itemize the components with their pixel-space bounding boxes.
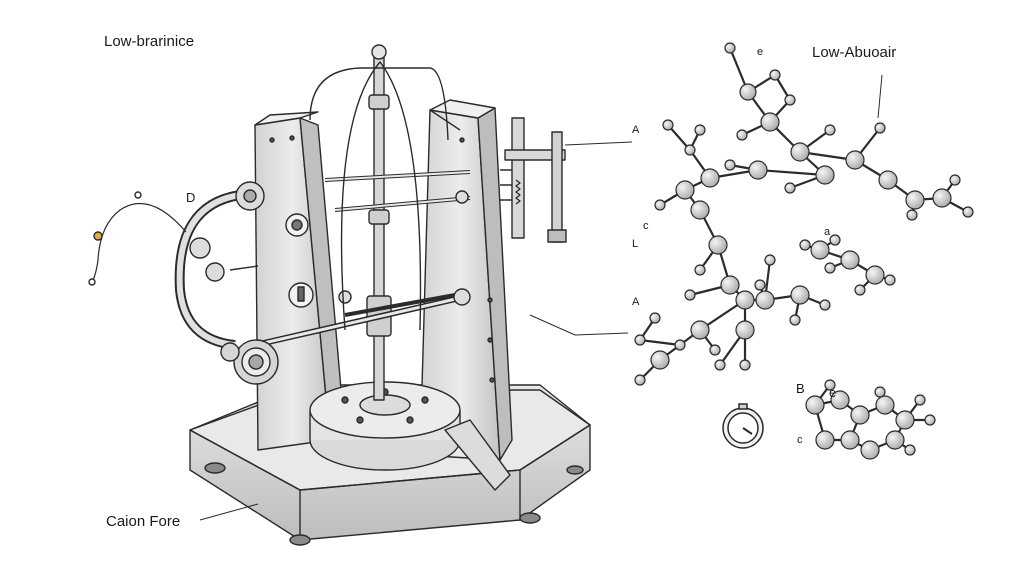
molecule-atom: [790, 285, 810, 305]
molecule-atom: [769, 69, 781, 81]
molecule-atom: [649, 312, 661, 324]
molecule-atom: [905, 190, 925, 210]
molecule-atom: [824, 124, 836, 136]
molecule-atom: [885, 430, 905, 450]
molecule-atom: [650, 350, 670, 370]
molecule-atom: [810, 240, 830, 260]
molecule-bond: [639, 338, 681, 347]
molecule-atom: [634, 374, 646, 386]
molecule-atom: [690, 200, 710, 220]
molecule-atom: [904, 444, 916, 456]
molecule-atom: [684, 289, 696, 301]
molecule-atom: [789, 314, 801, 326]
molecule-atom: [755, 290, 775, 310]
molecule-atom: [690, 320, 710, 340]
molecule-atom: [760, 112, 780, 132]
label-bottom-left: Caion Fore: [106, 513, 181, 530]
molecule-atom: [724, 42, 736, 54]
molecule-atom: [824, 379, 836, 391]
molecule-atom: [845, 150, 865, 170]
molecule-atom: [824, 262, 836, 274]
molecule-atom: [714, 359, 726, 371]
molecule-atom: [874, 122, 886, 134]
molecule-atom: [830, 390, 850, 410]
molecule-atom: [875, 395, 895, 415]
molecule-atom: [805, 395, 825, 415]
pointer-lines: [199, 74, 883, 521]
molecule-atom: [878, 170, 898, 190]
molecule-atom: [654, 199, 666, 211]
molecule-atom: [962, 206, 974, 218]
molecule-bond: [757, 168, 826, 177]
molecule-atom: [735, 320, 755, 340]
label-letter-a-top: A: [632, 124, 640, 136]
pipe-joint-mid: [189, 237, 211, 259]
molecule-atom: [754, 279, 766, 291]
molecule-atom: [720, 275, 740, 295]
molecule-atom: [949, 174, 961, 186]
molecule-atom: [895, 410, 915, 430]
molecule-atom: [739, 359, 751, 371]
molecule-atom: [724, 159, 736, 171]
molecule-atom: [850, 405, 870, 425]
molecule-atom: [790, 142, 810, 162]
molecule-atom: [914, 394, 926, 406]
molecule-atom: [819, 299, 831, 311]
molecule-atom: [784, 94, 796, 106]
label-letter-a-small: a: [824, 226, 831, 238]
label-letter-a-mid: A: [632, 296, 640, 308]
molecule-atom: [694, 264, 706, 276]
label-letter-b: B: [796, 381, 805, 396]
label-letter-c-left: c: [643, 220, 649, 232]
molecule-atom: [764, 254, 776, 266]
molecule-atom: [739, 83, 757, 101]
clamp-icon: [500, 117, 567, 243]
molecule-atom: [748, 160, 768, 180]
molecule-atom: [860, 440, 880, 460]
molecule-atom: [662, 119, 674, 131]
molecule-atom: [854, 284, 866, 296]
label-letter-e-mid: e: [829, 385, 837, 400]
molecule-atom: [932, 188, 952, 208]
molecule-atom: [708, 235, 728, 255]
label-letter-d: D: [186, 190, 196, 205]
molecule-atom: [694, 124, 706, 136]
molecule-atom: [815, 165, 835, 185]
molecule-atom: [684, 144, 696, 156]
molecule-atom: [700, 168, 720, 188]
molecule-atom: [736, 129, 748, 141]
molecule-atom: [735, 290, 755, 310]
molecule-atom: [709, 344, 721, 356]
molecule-atom: [829, 234, 841, 246]
molecule-atom: [799, 239, 811, 251]
molecule-atom: [634, 334, 646, 346]
molecule-atom: [815, 430, 835, 450]
molecule-cluster: [634, 42, 974, 460]
molecule-atom: [884, 274, 896, 286]
molecule-atom: [840, 250, 860, 270]
apparatus: [88, 44, 591, 546]
molecule-atom: [675, 180, 695, 200]
label-letter-l: L: [632, 238, 639, 250]
molecule-atom: [865, 265, 885, 285]
molecule-atom: [840, 430, 860, 450]
molecule-atom: [906, 209, 918, 221]
molecule-atom: [924, 414, 936, 426]
lever-arm: [444, 419, 511, 491]
label-letter-c-bottom: c: [797, 434, 803, 446]
valve-knob-icon: [220, 339, 279, 385]
label-top-right: Low-Abuoair: [812, 44, 897, 61]
label-letter-e-top: e: [757, 46, 764, 58]
molecule-atom: [874, 386, 886, 398]
pressure-gauge-icon: [722, 403, 764, 449]
molecule-atom: [784, 182, 796, 194]
label-top-left: Low-brarinice: [104, 33, 195, 50]
molecule-atom: [674, 339, 686, 351]
